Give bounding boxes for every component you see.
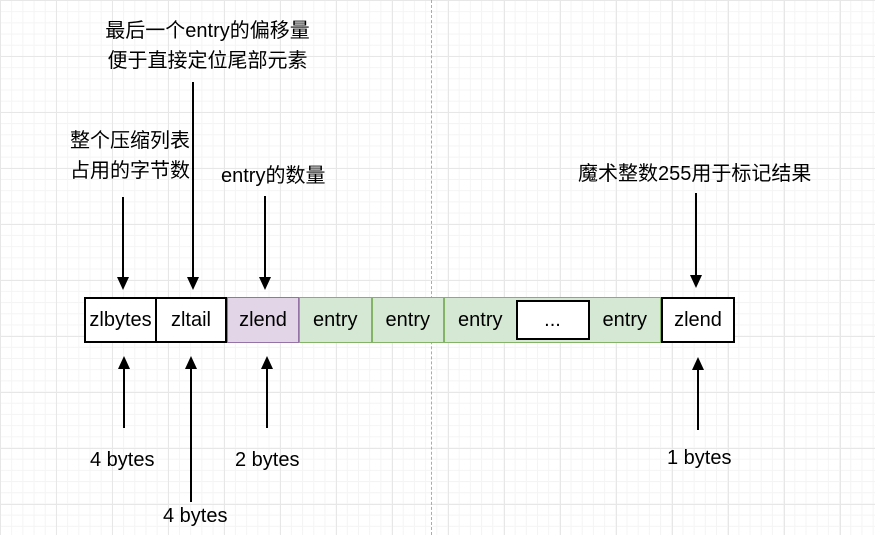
annotation-zltail-line1: 最后一个entry的偏移量 [105, 20, 310, 42]
cell-label: zlend [674, 308, 722, 331]
arrowhead-up-icon [692, 357, 704, 370]
size-label-zlend-tail: 1 bytes [667, 447, 732, 469]
arrowhead-down-icon [690, 275, 702, 288]
cell-label: entry [313, 308, 358, 331]
annotation-zltail-line2: 便于直接定位尾部元素 [107, 50, 308, 72]
arrowhead-up-icon [185, 356, 197, 369]
cell-entry-2: entry [370, 298, 444, 342]
down-arrow-to-zllen [258, 196, 272, 290]
cell-label: zltail [170, 308, 211, 331]
annotation-zlbytes-total: 整个压缩列表 占用的字节数 [50, 126, 210, 186]
arrow-line [264, 196, 266, 279]
annotation-entry-count: entry的数量 [221, 165, 326, 187]
size-label-zlbytes: 4 bytes [90, 449, 155, 471]
up-arrow-from-zltail [184, 356, 198, 502]
arrowhead-down-icon [259, 277, 271, 290]
arrow-line [123, 367, 125, 428]
cell-zltail: zltail [155, 297, 227, 343]
arrowhead-down-icon [187, 277, 199, 290]
arrow-line [695, 193, 697, 277]
size-label-zltail: 4 bytes [163, 505, 228, 527]
arrow-line [697, 368, 699, 430]
cell-entry-4: entry [590, 298, 661, 342]
cell-label: zlbytes [89, 308, 152, 331]
annotation-magic-255: 魔术整数255用于标记结果 [578, 163, 812, 185]
ziplist-structure-row: zlbytes zltail zlend entry entry entry .… [84, 297, 735, 343]
annotation-zltail-offset: 最后一个entry的偏移量 便于直接定位尾部元素 [85, 16, 330, 76]
up-arrow-from-zlbytes [117, 356, 131, 428]
down-arrow-to-zlbytes [116, 197, 130, 290]
annotation-zlbytes-line1: 整个压缩列表 [70, 130, 190, 152]
up-arrow-from-zllen [260, 356, 274, 428]
entries-strip: entry entry entry ... entry [299, 297, 661, 343]
down-arrow-to-zltail [186, 82, 200, 290]
up-arrow-from-zlend-tail [691, 357, 705, 430]
size-label-zllen: 2 bytes [235, 449, 300, 471]
cell-label: entry [458, 308, 503, 331]
annotation-zlbytes-line2: 占用的字节数 [70, 160, 190, 182]
arrow-line [190, 367, 192, 502]
cell-zlbytes: zlbytes [84, 297, 157, 343]
page-boundary-dashed-line [431, 0, 432, 535]
down-arrow-to-zlend-tail [689, 193, 703, 288]
cell-zlend-tail: zlend [661, 297, 735, 343]
arrowhead-up-icon [261, 356, 273, 369]
cell-label: entry [385, 308, 430, 331]
cell-label: zlend [239, 308, 287, 331]
arrow-line [122, 197, 124, 279]
cell-entry-3: entry [443, 298, 516, 342]
cell-label: ... [544, 308, 561, 331]
arrowhead-down-icon [117, 277, 129, 290]
cell-entry-1: entry [300, 298, 371, 342]
arrowhead-up-icon [118, 356, 130, 369]
cell-ellipsis: ... [515, 300, 590, 340]
arrow-line [266, 367, 268, 428]
cell-label: entry [602, 308, 647, 331]
arrow-line [192, 82, 194, 279]
cell-zlend-purple: zlend [227, 297, 299, 343]
